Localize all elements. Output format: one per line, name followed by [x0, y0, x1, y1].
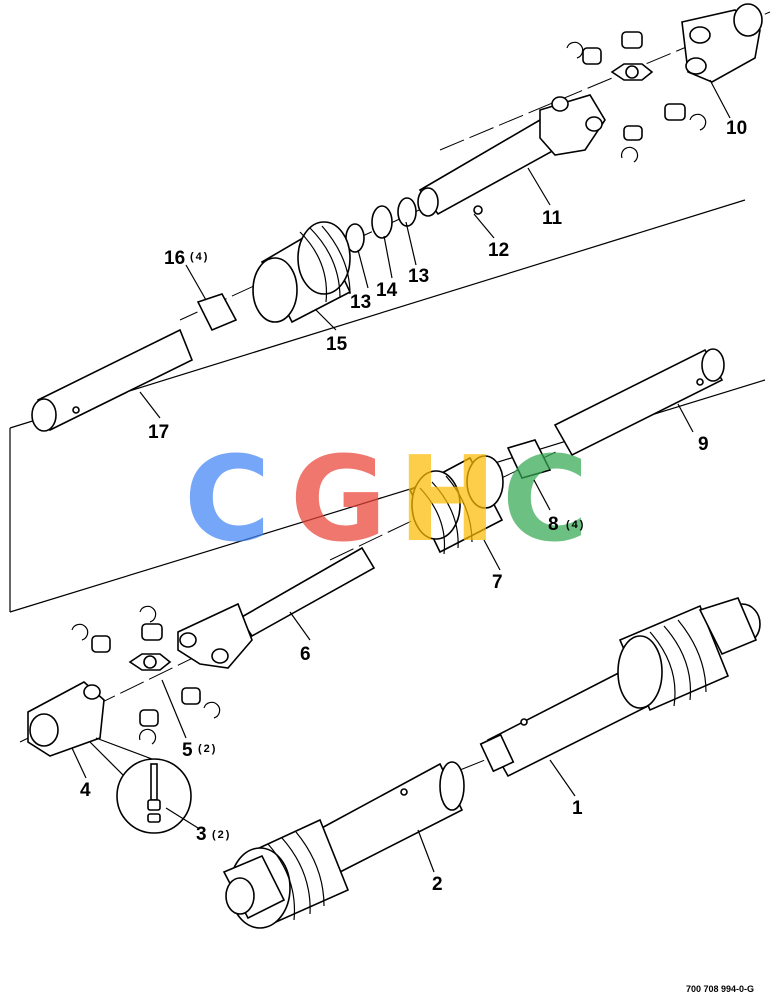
part-1-inner-half: [479, 597, 761, 778]
part-9-guard-tube: [553, 348, 725, 457]
callout-13b: 13: [408, 266, 429, 287]
callout-6: 6: [300, 644, 311, 665]
callout-5: 5: [182, 740, 193, 761]
callout-17: 17: [148, 422, 169, 443]
callout-8-qty: (4): [566, 519, 585, 531]
watermark-letter-h: H: [398, 430, 497, 568]
part-15-guard-cone: [252, 221, 352, 324]
part-8-bearing-ring: [506, 439, 552, 479]
part-11-inner-tube-assembly: [417, 94, 606, 217]
watermark: C G H C: [184, 430, 589, 568]
part-17-guard-tube: [31, 328, 194, 432]
part-6-shaft-yoke: [177, 546, 376, 669]
callout-9: 9: [698, 434, 709, 455]
parts-13-14-rings: [345, 197, 417, 253]
callout-3: 3: [196, 824, 207, 845]
callout-2: 2: [432, 874, 443, 895]
part-4-yoke: [27, 681, 105, 757]
callout-4: 4: [80, 780, 91, 801]
callout-5-qty: (2): [198, 743, 217, 755]
callout-15: 15: [326, 334, 348, 355]
part-12-lock-pin: [473, 205, 483, 215]
drawing-number: 700 708 994-0-G: [686, 984, 754, 994]
part-2-outer-half: [222, 761, 465, 929]
part-5-cross-bearing-kit: [71, 605, 221, 745]
cross-bearing-kit-top: [566, 31, 707, 163]
callout-16: 16: [164, 248, 185, 269]
watermark-letter-g: G: [290, 430, 387, 568]
callouts: 10 11 12 13 14 13 15 16 (4) 17 9 8 (4) 7…: [80, 118, 747, 895]
part-7-guard-cone: [408, 455, 504, 555]
callout-3-qty: (2): [212, 829, 231, 841]
callout-1: 1: [572, 798, 583, 819]
callout-leaders: [71, 79, 731, 873]
watermark-letter-c1: C: [184, 430, 271, 568]
callout-11: 11: [542, 208, 563, 229]
callout-16-qty: (4): [190, 251, 209, 263]
part-10-yoke: [681, 3, 763, 83]
callout-13a: 13: [350, 292, 371, 313]
callout-12: 12: [488, 240, 509, 261]
watermark-letter-c2: C: [502, 430, 589, 568]
callout-10: 10: [726, 118, 747, 139]
part-3-grease-fitting-detail: [89, 737, 192, 834]
part-16-bearing-ring: [196, 293, 238, 332]
callout-14: 14: [376, 280, 398, 301]
callout-7: 7: [492, 572, 503, 593]
callout-8: 8: [548, 514, 559, 535]
